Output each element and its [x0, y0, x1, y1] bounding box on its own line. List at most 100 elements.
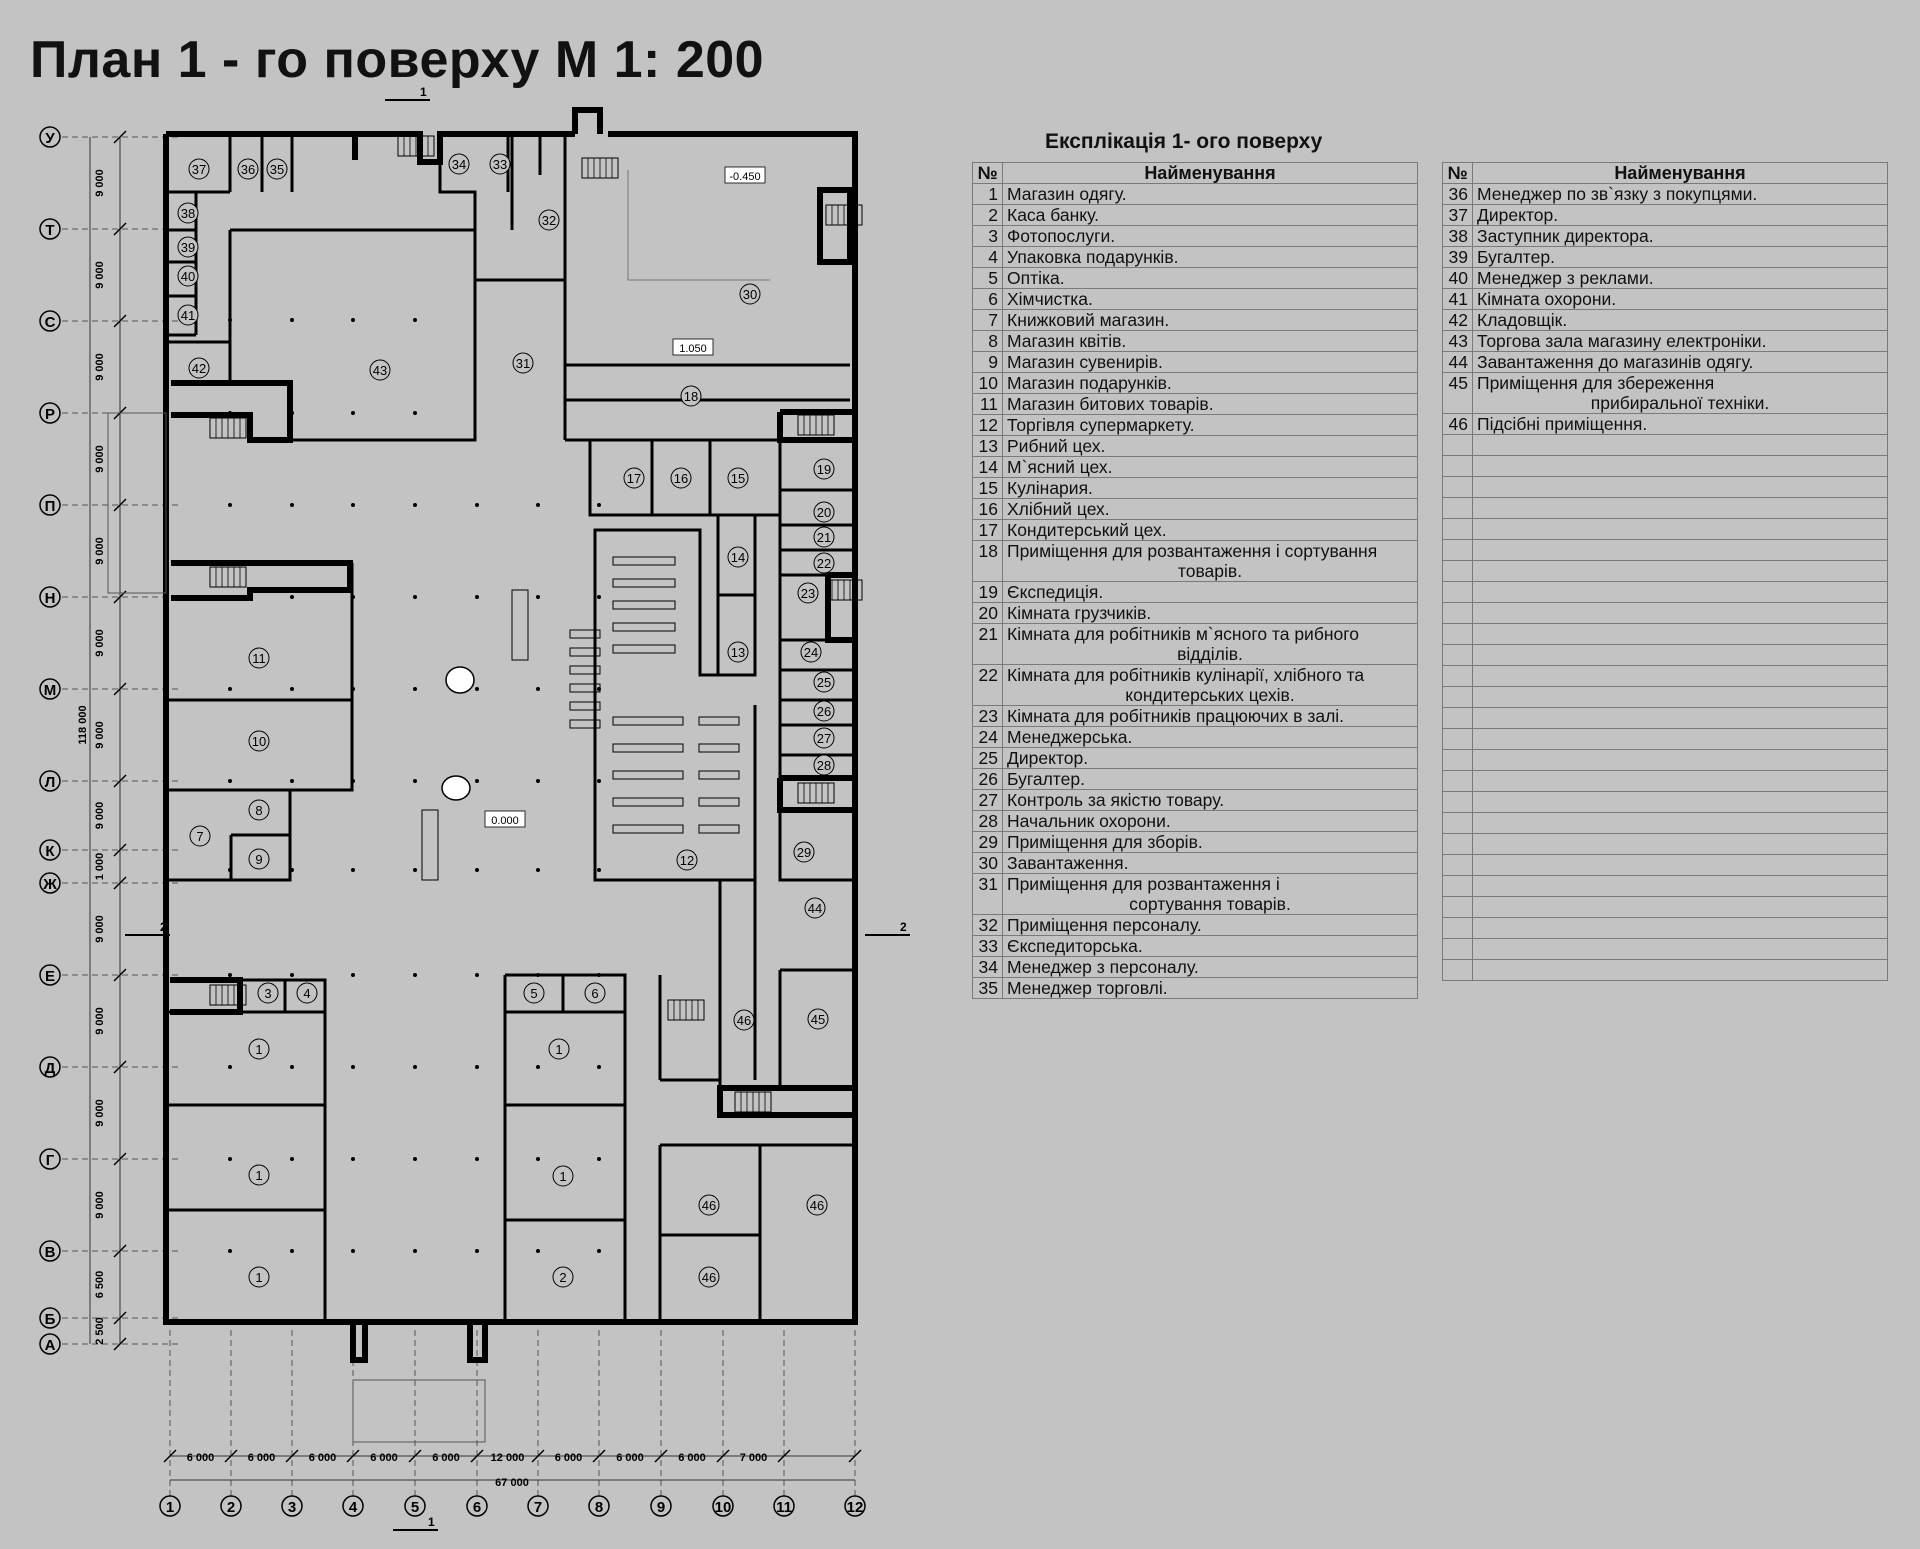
room-marker-number: 17	[627, 471, 641, 486]
room-marker: 12	[676, 849, 698, 871]
row-axis-circle	[39, 1307, 61, 1329]
room-marker: 33	[489, 153, 511, 175]
room-marker-number: 44	[808, 901, 822, 916]
row-axis-label: Д	[45, 1060, 56, 1077]
room-name: Магазин битових товарів.	[1002, 393, 1418, 415]
room-marker-number: 46	[737, 1013, 751, 1028]
row-axis-label: Н	[45, 590, 56, 607]
room-marker: 31	[512, 352, 534, 374]
column	[475, 1249, 479, 1253]
column-dimension-value: 6 000	[370, 1452, 398, 1464]
room-marker: 35	[266, 158, 288, 180]
room-marker-circle	[177, 202, 199, 224]
room-marker-number: 5	[530, 986, 537, 1001]
room-marker: 1	[248, 1164, 270, 1186]
room-number: 39	[1442, 246, 1473, 268]
room-marker-number: 25	[817, 675, 831, 690]
shelf	[612, 644, 676, 654]
room-marker-number: 8	[255, 803, 262, 818]
room-number: 22	[972, 664, 1003, 706]
row-axis-circle	[39, 1333, 61, 1355]
row-dimension-value: 9 000	[94, 721, 106, 749]
row-axis-bubble: К	[39, 839, 61, 861]
room-number: 19	[972, 581, 1003, 603]
column	[413, 868, 417, 872]
column	[290, 687, 294, 691]
row-axis-circle	[39, 218, 61, 240]
room-marker-number: 41	[181, 308, 195, 323]
room-name: Упаковка подарунків.	[1002, 246, 1418, 268]
room-marker-number: 35	[270, 162, 284, 177]
row-dimension-value: 9 000	[94, 1099, 106, 1127]
column-axis-label: 7	[534, 1499, 542, 1516]
shelf	[612, 600, 676, 610]
column	[228, 411, 232, 415]
room-number: 8	[972, 330, 1003, 352]
room-marker-circle	[248, 799, 270, 821]
row-axis-circle	[39, 402, 61, 424]
exterior-wall	[572, 107, 603, 134]
column	[475, 868, 479, 872]
interior-wall	[288, 230, 477, 442]
room-marker: 45	[807, 1008, 829, 1030]
room-number: 18	[972, 540, 1003, 582]
room-number: 29	[972, 831, 1003, 853]
room-marker-number: 31	[516, 356, 530, 371]
column-axis-bubble: 1	[159, 1495, 181, 1517]
room-name-continued: товарів.	[1177, 561, 1243, 581]
column	[351, 1249, 355, 1253]
row-axis-label: С	[45, 314, 56, 331]
room-number: 5	[972, 267, 1003, 289]
room-name: Магазин одягу.	[1002, 183, 1418, 205]
column	[290, 1249, 294, 1253]
room-marker: 46	[806, 1194, 828, 1216]
room-name-continued: прибиральної техніки.	[1590, 393, 1770, 413]
column	[413, 595, 417, 599]
row-axis-label: Р	[45, 406, 55, 423]
level-value: -0.450	[729, 171, 760, 183]
room-name: Директор.	[1472, 204, 1888, 226]
room-name: Магазин квітів.	[1002, 330, 1418, 352]
room-number: 12	[972, 414, 1003, 436]
explication-empty-row	[1442, 560, 1888, 582]
room-name-continued: сортування товарів.	[1129, 894, 1291, 914]
row-dimension-value: 9 000	[94, 802, 106, 830]
room-number: 38	[1442, 225, 1473, 247]
room-marker-circle	[296, 982, 318, 1004]
room-name: Кімната для робітників працюючих в залі.	[1002, 705, 1418, 727]
room-name: Приміщення для розвантаження і сортуванн…	[1002, 540, 1418, 582]
row-dimension-value: 9 000	[94, 169, 106, 197]
room-marker-circle	[248, 1266, 270, 1288]
room-marker-circle	[800, 641, 822, 663]
room-number: 32	[972, 914, 1003, 936]
room-marker-circle	[189, 825, 211, 847]
column	[536, 973, 540, 977]
room-name: Менеджер по зв`язку з покупцями.	[1472, 183, 1888, 205]
room-marker: 34	[448, 153, 470, 175]
room-marker-circle	[177, 236, 199, 258]
section-label: 1	[420, 85, 427, 99]
room-number: 7	[972, 309, 1003, 331]
room-marker-circle	[248, 730, 270, 752]
room-marker-number: 1	[255, 1270, 262, 1285]
row-axis-label: П	[45, 498, 56, 515]
column	[597, 779, 601, 783]
room-marker: 46	[698, 1266, 720, 1288]
column-axis-bubble: 12	[844, 1495, 866, 1517]
row-axis-bubble: Г	[39, 1148, 61, 1170]
room-marker-number: 3	[264, 986, 271, 1001]
room-marker-circle	[248, 647, 270, 669]
section-label: 2	[900, 920, 907, 934]
explication-empty-row	[1442, 497, 1888, 519]
column	[228, 595, 232, 599]
row-dimension-value: 9 000	[94, 915, 106, 943]
